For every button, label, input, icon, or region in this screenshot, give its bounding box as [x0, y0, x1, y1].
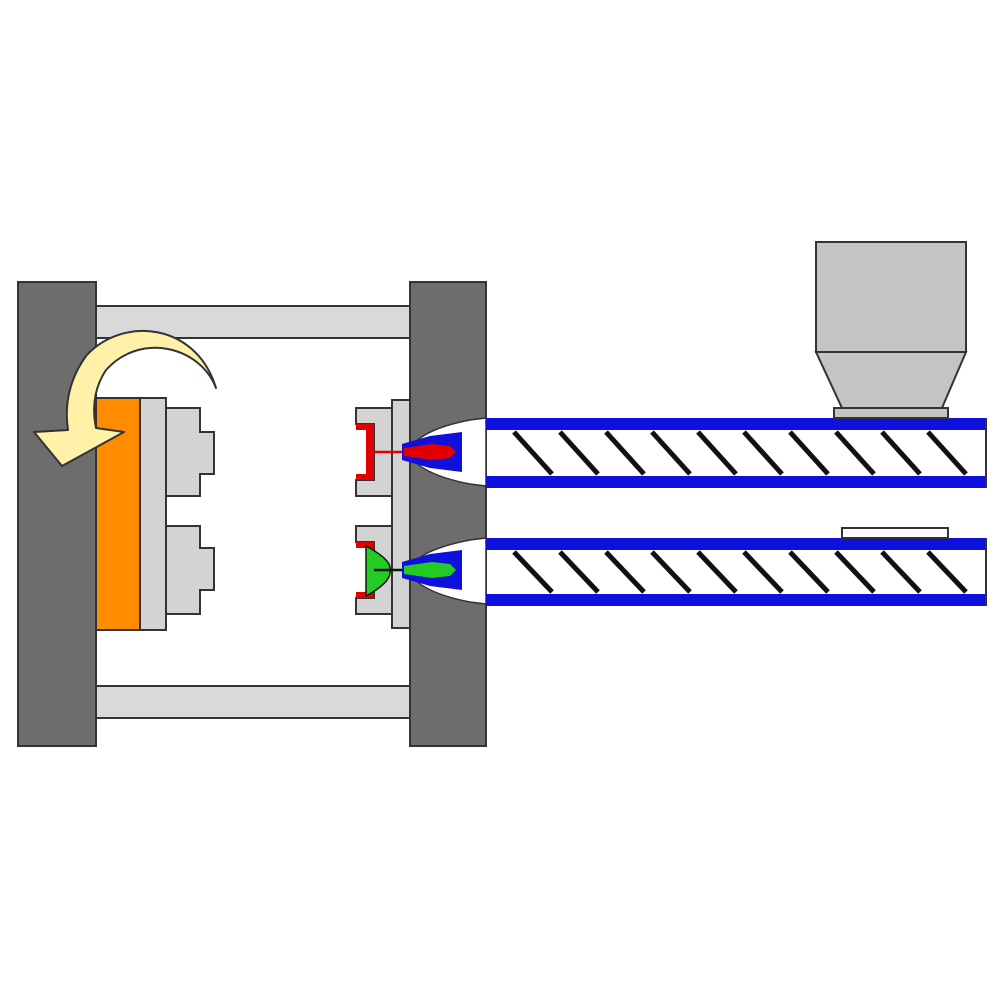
- screw-flight: [696, 430, 738, 476]
- moving-platen: [17, 281, 97, 747]
- screw-flight: [512, 430, 554, 476]
- screw-flight: [788, 430, 830, 476]
- screw-flight: [512, 550, 554, 594]
- screw-flight: [650, 430, 692, 476]
- fixed-mold-plate: [391, 399, 411, 629]
- curved-rotation-arrow-icon: [33, 329, 217, 467]
- barrel-top-upper-wall: [486, 418, 986, 430]
- hopper-bin: [815, 241, 967, 353]
- hopper-throat: [833, 407, 949, 419]
- moving-mold-plate: [139, 397, 167, 631]
- core-bottom: [165, 525, 215, 615]
- barrel-bottom-lower-wall: [486, 594, 986, 606]
- core-top: [165, 407, 215, 497]
- injection-unit-bottom: [402, 537, 987, 606]
- screw-flight: [696, 550, 738, 594]
- screw-flight: [834, 430, 876, 476]
- screw-flight: [742, 430, 784, 476]
- injection-unit-top: [402, 417, 987, 488]
- melt-top: [404, 444, 456, 460]
- hopper-funnel: [814, 351, 968, 409]
- screw-flight: [558, 430, 600, 476]
- barrel-bottom-upper-wall: [486, 538, 986, 550]
- screw-flight: [742, 550, 784, 594]
- feed-port-bottom: [841, 527, 949, 539]
- screw-flight: [926, 430, 968, 476]
- melt-bottom: [404, 562, 456, 578]
- screw-flight: [604, 550, 646, 594]
- screw-flights-bottom: [512, 550, 968, 594]
- screw-flights-top: [512, 430, 968, 476]
- screw-flight: [604, 430, 646, 476]
- screw-flight: [558, 550, 600, 594]
- molded-part-first-shot: [356, 424, 374, 480]
- screw-flight: [834, 550, 876, 594]
- screw-flight: [926, 550, 968, 594]
- screw-flight: [880, 550, 922, 594]
- tie-bar-bottom: [95, 685, 411, 719]
- fixed-platen: [409, 281, 487, 747]
- barrel-top-lower-wall: [486, 476, 986, 488]
- hopper-icon: [814, 241, 968, 419]
- screw-flight: [880, 430, 922, 476]
- screw-flight: [788, 550, 830, 594]
- screw-flight: [650, 550, 692, 594]
